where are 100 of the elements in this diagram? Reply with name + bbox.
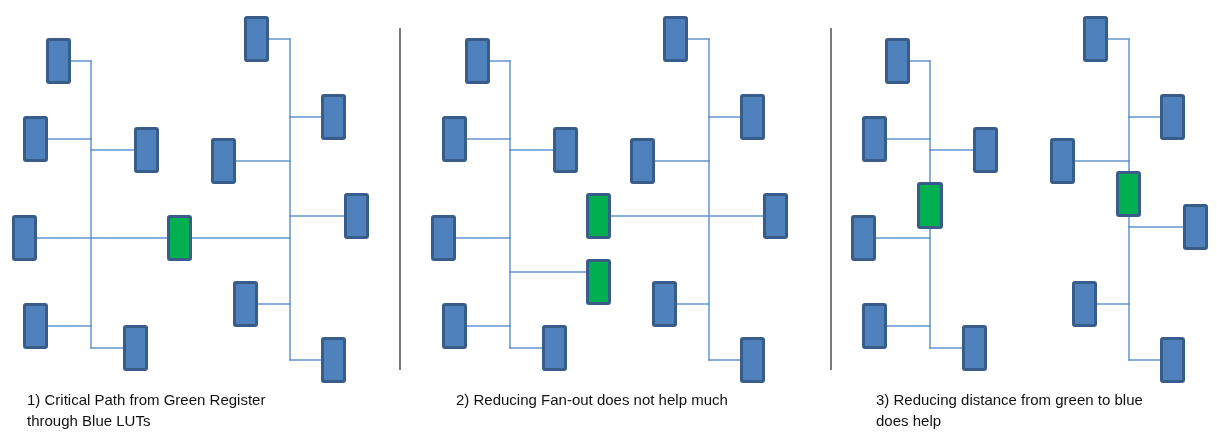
lut-block [652, 281, 677, 327]
register-block [586, 193, 611, 239]
lut-block [885, 38, 910, 84]
wire [509, 271, 511, 327]
lut-block [1160, 337, 1185, 383]
lut-block [321, 94, 346, 140]
lut-block [12, 215, 37, 261]
wire [909, 60, 931, 62]
wire [90, 237, 168, 239]
lut-block [123, 325, 148, 371]
wire [886, 325, 931, 327]
wire [90, 325, 92, 349]
wire [289, 359, 322, 361]
wire [929, 325, 931, 349]
wire [47, 325, 92, 327]
wire [90, 60, 92, 140]
wire [1128, 226, 1184, 228]
wire [929, 60, 931, 140]
lut-block [851, 215, 876, 261]
lut-block [740, 94, 765, 140]
lut-block [663, 16, 688, 62]
lut-block [465, 38, 490, 84]
wire [289, 116, 291, 162]
wire [1128, 116, 1130, 162]
wire [929, 347, 963, 349]
wire [654, 160, 710, 162]
wire [708, 38, 710, 118]
lut-block [442, 116, 467, 162]
wire [1128, 226, 1130, 305]
register-block [586, 259, 611, 305]
lut-block [321, 337, 346, 383]
wire [289, 215, 291, 239]
wire [466, 325, 511, 327]
lut-block [1160, 94, 1185, 140]
wire [235, 160, 291, 162]
lut-block [23, 303, 48, 349]
wire [509, 60, 511, 140]
lut-block [740, 337, 765, 383]
lut-block [973, 127, 998, 173]
wire [1128, 359, 1161, 361]
wire [90, 237, 92, 327]
lut-block [862, 303, 887, 349]
wire [466, 138, 511, 140]
wire [289, 38, 291, 118]
wire [509, 325, 511, 349]
wire [929, 149, 931, 183]
wire [1128, 160, 1130, 172]
wire [509, 149, 511, 239]
wire [70, 60, 92, 62]
lut-block [233, 281, 258, 327]
register-block [1116, 171, 1141, 217]
wire [708, 303, 710, 361]
wire [1074, 160, 1130, 162]
wire [191, 237, 291, 239]
wire [47, 138, 92, 140]
lut-block [134, 127, 159, 173]
wire [929, 149, 974, 151]
wire [929, 138, 931, 151]
wire [509, 149, 554, 151]
wire [708, 215, 710, 305]
lut-block [1072, 281, 1097, 327]
wire [455, 237, 511, 239]
lut-block [23, 116, 48, 162]
wire [875, 237, 931, 239]
wire [676, 303, 710, 305]
lut-block [630, 138, 655, 184]
wire [687, 38, 710, 40]
wire [708, 160, 710, 217]
wire [90, 149, 135, 151]
wire [509, 138, 511, 151]
wire [36, 237, 92, 239]
caption-text: 1) Critical Path from Green Register through Blue LUTs [27, 390, 267, 431]
wire [90, 149, 92, 239]
wire [257, 303, 291, 305]
lut-block [962, 325, 987, 371]
wire [289, 237, 291, 305]
lut-block [1083, 16, 1108, 62]
wire [1107, 38, 1130, 40]
wire [289, 116, 322, 118]
lut-block [1183, 204, 1208, 250]
register-block [167, 215, 192, 261]
caption-text: 2) Reducing Fan-out does not help much [456, 390, 729, 410]
wire [289, 160, 291, 217]
wire [509, 347, 543, 349]
wire [289, 303, 291, 361]
wire [289, 215, 345, 217]
wire [509, 271, 587, 273]
wire [886, 138, 931, 140]
wire [90, 347, 124, 349]
lut-block [442, 303, 467, 349]
wire [1128, 38, 1130, 118]
wire [708, 215, 764, 217]
lut-block [763, 193, 788, 239]
wire [708, 116, 741, 118]
register-block [917, 182, 943, 229]
wire [90, 138, 92, 151]
wire [1128, 216, 1130, 228]
lut-block [1050, 138, 1075, 184]
wire [708, 359, 741, 361]
lut-block [542, 325, 567, 371]
